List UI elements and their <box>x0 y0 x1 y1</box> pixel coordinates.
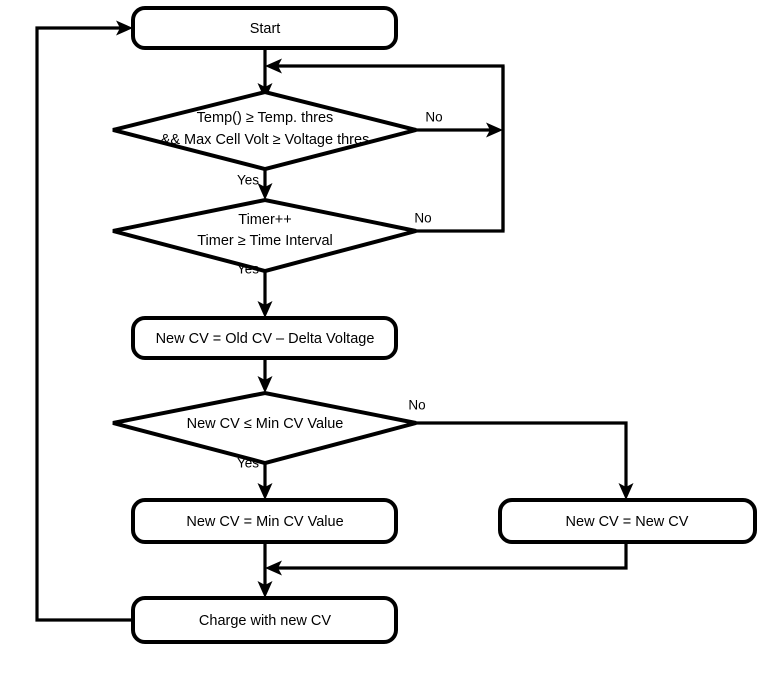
node-decision-temp-volt[interactable]: Temp() ≥ Temp. thres && Max Cell Volt ≥ … <box>112 89 417 172</box>
process-clamp-min-box[interactable] <box>131 498 398 544</box>
process-new-cv-label: New CV = Old CV – Delta Voltage <box>156 331 375 347</box>
edge-charge-feedback-to-start <box>35 20 133 622</box>
edge-label-temp-no: No <box>425 110 442 125</box>
edge-temp-no-to-loop-bus <box>416 122 503 138</box>
decision-min-cv-label: New CV ≤ Min CV Value <box>187 416 344 432</box>
process-charge-label: Charge with new CV <box>199 613 331 629</box>
temp-thres-rest: ≥ Temp. thres <box>242 110 334 126</box>
edge-clamp-to-charge <box>257 542 273 598</box>
edge-mincv-no-to-keep-new <box>416 421 634 500</box>
process-keep-new-label: New CV = New CV <box>566 514 689 530</box>
process-clamp-min-label: New CV = Min CV Value <box>186 514 343 530</box>
node-process-new-cv[interactable]: New CV = Old CV – Delta Voltage <box>131 316 398 360</box>
edge-keep-new-to-merge <box>265 542 628 576</box>
decision-temp-volt-diamond[interactable] <box>112 89 417 172</box>
edge-process-to-decision-mincv <box>257 358 273 393</box>
node-process-charge[interactable]: Charge with new CV <box>131 596 398 644</box>
process-keep-new-box[interactable] <box>498 498 757 544</box>
edge-label-timer-yes: Yes <box>237 262 259 277</box>
start-label: Start <box>250 21 281 37</box>
process-charge-box[interactable] <box>131 596 398 644</box>
node-decision-timer[interactable]: Timer++ Timer ≥ Time Interval <box>112 197 417 274</box>
decision-temp-volt-line1: Temp() ≥ Temp. thres <box>197 110 334 126</box>
edge-temp-yes-to-timer <box>257 170 273 200</box>
decision-timer-line2: Timer ≥ Time Interval <box>197 233 333 249</box>
edge-timer-yes-to-process <box>257 271 273 318</box>
node-decision-min-cv[interactable]: New CV ≤ Min CV Value <box>112 390 417 466</box>
node-process-clamp-min[interactable]: New CV = Min CV Value <box>131 498 398 544</box>
decision-min-cv-diamond[interactable] <box>112 390 417 466</box>
edge-label-mincv-yes: Yes <box>237 456 259 471</box>
node-process-keep-new[interactable]: New CV = New CV <box>498 498 757 544</box>
node-start[interactable]: Start <box>131 6 398 50</box>
decision-timer-line1: Timer++ <box>238 212 291 228</box>
edge-mincv-yes-to-clamp <box>257 463 273 500</box>
temp-func-italic: Temp() <box>197 110 242 126</box>
edge-label-timer-no: No <box>414 211 431 226</box>
decision-timer-diamond[interactable] <box>112 197 417 274</box>
process-new-cv-box[interactable] <box>131 316 398 360</box>
start-box[interactable] <box>131 6 398 50</box>
edge-label-temp-yes: Yes <box>237 173 259 188</box>
decision-temp-volt-line2: && Max Cell Volt ≥ Voltage thres <box>161 132 370 148</box>
edge-label-mincv-no: No <box>408 398 425 413</box>
